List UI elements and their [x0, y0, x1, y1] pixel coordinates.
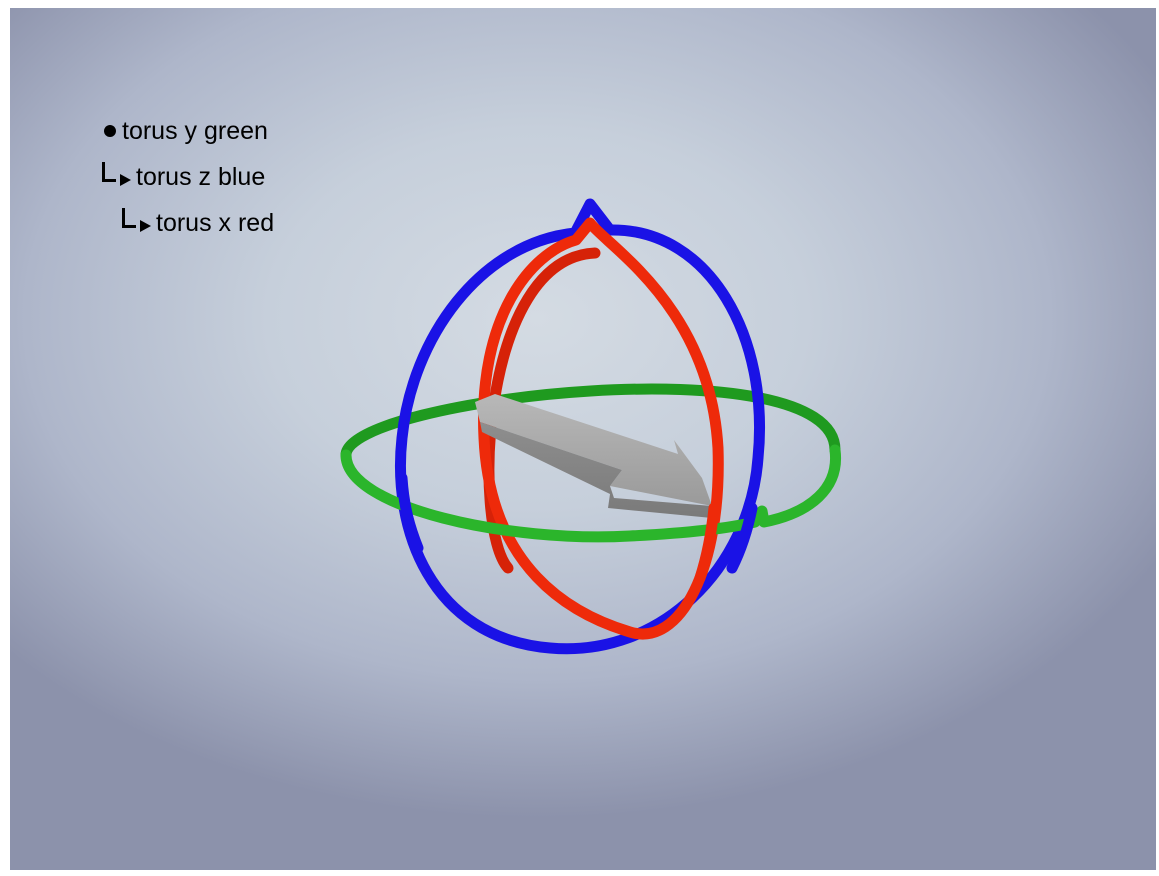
hierarchy-item-label: torus x red — [156, 209, 275, 237]
root-bullet-icon — [104, 125, 116, 137]
blue-torus-front-segment-right — [726, 502, 758, 574]
blue-torus-front-segment — [396, 472, 424, 554]
red-torus-front-segment — [694, 502, 720, 584]
hierarchy-item-torus-x[interactable]: torus x red — [120, 208, 274, 238]
child-arrow-icon — [100, 162, 136, 192]
hierarchy-item-torus-y[interactable]: torus y green — [100, 116, 268, 146]
direction-arrow[interactable] — [475, 394, 712, 518]
blue-torus[interactable] — [394, 198, 765, 655]
object-hierarchy: torus y green torus z blue torus x red — [100, 112, 420, 252]
child-arrow-icon — [120, 208, 156, 238]
hierarchy-item-label: torus y green — [122, 117, 268, 145]
red-torus[interactable] — [478, 217, 724, 640]
hierarchy-item-label: torus z blue — [136, 163, 266, 191]
hierarchy-item-torus-z[interactable]: torus z blue — [100, 162, 265, 192]
gimbal-scene — [340, 198, 842, 655]
green-torus-back — [340, 383, 841, 461]
viewport-3d[interactable]: torus y green torus z blue torus x red — [10, 8, 1156, 870]
